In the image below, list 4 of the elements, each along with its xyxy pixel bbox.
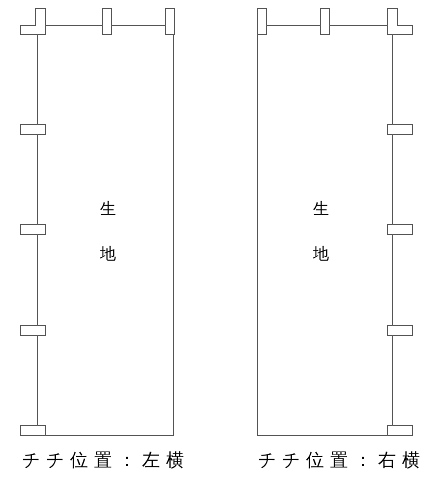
fabric-label: 生地 — [99, 198, 117, 265]
fabric-label: 生地 — [312, 198, 330, 265]
node-label: チチ位置：右横 — [258, 449, 426, 472]
node-label: チチ位置：左横 — [22, 449, 190, 472]
